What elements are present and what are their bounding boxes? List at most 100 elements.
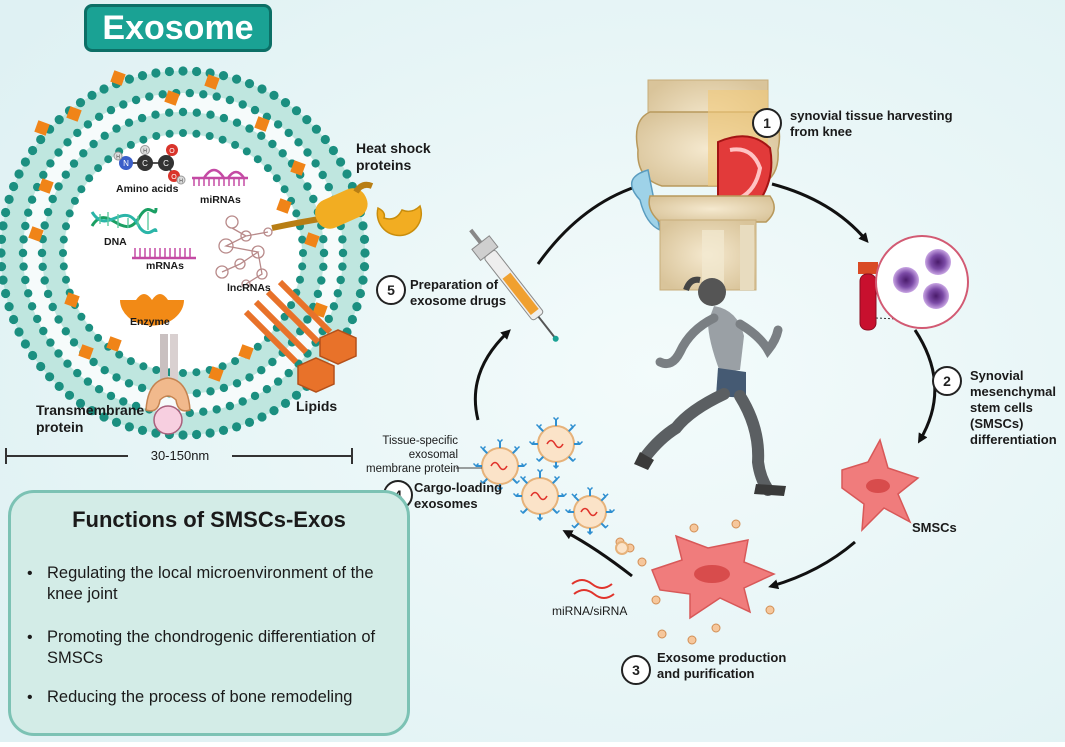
lipid-head <box>342 169 352 179</box>
exosome-producing-cell <box>615 519 776 645</box>
lipid-head <box>205 428 215 438</box>
cargo-square <box>106 336 122 352</box>
lipid-head <box>242 147 251 156</box>
lipid-head <box>124 118 134 127</box>
lipid-head <box>18 248 28 258</box>
function-item-3: Reducing the process of bone remodeling <box>47 688 353 706</box>
lipid-head <box>4 194 14 204</box>
label-mrnas: mRNAs <box>146 260 184 272</box>
lipid-head <box>119 100 128 109</box>
lipid-head <box>77 312 86 321</box>
lipid-head <box>287 301 296 310</box>
lipid-head <box>303 182 312 191</box>
label-lipids: Lipids <box>296 398 338 414</box>
lipid-head <box>27 195 37 204</box>
arrow-1-to-blood <box>771 182 869 244</box>
lipid-head <box>238 397 247 406</box>
lipid-head <box>291 390 302 400</box>
lipid-head <box>218 135 227 144</box>
arrow-smscs-to-3 <box>768 540 856 590</box>
membrane-tails-inner <box>42 112 324 394</box>
lipid-head <box>302 115 312 125</box>
lipid-head <box>313 289 323 299</box>
lipid-head <box>124 379 134 388</box>
lipid-head <box>298 235 307 244</box>
lipid-head <box>232 379 242 388</box>
runner-silhouette <box>634 276 786 496</box>
lipid-head <box>63 138 72 147</box>
lipid-head <box>9 314 19 325</box>
title-badge: Exosome <box>84 4 272 52</box>
cargo-square <box>66 106 82 122</box>
lipid-head <box>1 207 11 218</box>
lipid-head <box>280 185 289 194</box>
lipid-head <box>199 407 208 416</box>
lipid-head <box>358 221 368 231</box>
lipid-head <box>333 289 342 298</box>
lipid-head <box>46 338 55 347</box>
atom-h3: H <box>179 179 183 185</box>
lipid-head <box>253 155 262 164</box>
lipid-head <box>355 288 365 299</box>
lipid-head <box>87 90 97 100</box>
lipid-head <box>152 132 161 140</box>
lipid-head <box>212 92 221 101</box>
lipid-head <box>19 235 28 244</box>
mirna-molecule <box>192 168 248 186</box>
cargo-square <box>208 366 224 382</box>
lipid-head <box>75 98 86 108</box>
lipid-head <box>199 90 208 99</box>
lipid-head <box>77 185 86 194</box>
lipid-head <box>36 361 46 372</box>
lipid-head <box>231 357 240 366</box>
arrow-3-to-4 <box>562 530 633 578</box>
lipid-head <box>124 74 134 84</box>
membrane-tails-outer <box>1 71 365 435</box>
lipid-head <box>151 68 161 78</box>
lipid-head <box>83 120 93 129</box>
blood-tube-sample <box>858 235 969 331</box>
lipid-head <box>278 149 287 158</box>
label-size-range: 30-150nm <box>150 448 210 463</box>
cargo-squares <box>28 70 328 382</box>
lipid-head <box>320 134 330 145</box>
lipid-head <box>245 124 254 133</box>
smsc-cell <box>841 438 920 532</box>
lipid-head <box>347 314 357 325</box>
lipid-head <box>294 138 303 147</box>
lipid-head <box>61 170 70 179</box>
lipid-head <box>0 248 6 258</box>
lipid-head <box>39 170 48 180</box>
dna-helix <box>90 207 158 235</box>
lipid-head <box>244 79 255 89</box>
lipid-head <box>328 145 338 156</box>
arrow-5-to-1 <box>536 183 642 265</box>
cargo-square <box>64 292 80 308</box>
label-dna: DNA <box>104 236 127 248</box>
lipid-head <box>85 323 94 332</box>
lipid-head <box>38 262 47 271</box>
lipid-head <box>269 406 279 416</box>
lipid-head <box>178 107 188 117</box>
lipid-head <box>231 140 240 149</box>
lipid-head <box>27 145 38 156</box>
lipid-head <box>94 385 104 394</box>
cargo-square <box>312 302 328 318</box>
loaded-exosome <box>472 438 528 492</box>
lipid-head <box>131 95 141 105</box>
cycle-arrows <box>473 182 937 590</box>
lipid-head <box>137 71 148 81</box>
lipid-head <box>126 357 135 366</box>
lipid-head <box>257 412 267 422</box>
step-5-label: Preparation of exosome drugs <box>410 277 507 308</box>
lipid-head <box>89 139 98 149</box>
lipid-head <box>225 401 235 411</box>
bullet-3: • <box>27 689 33 706</box>
lipid-head <box>232 422 242 432</box>
lipid-head <box>119 397 128 406</box>
lipid-head <box>250 391 260 401</box>
lipid-head <box>206 110 215 119</box>
lipid-head <box>299 249 307 257</box>
lipid-head <box>19 262 28 271</box>
lipid-head <box>158 90 167 99</box>
